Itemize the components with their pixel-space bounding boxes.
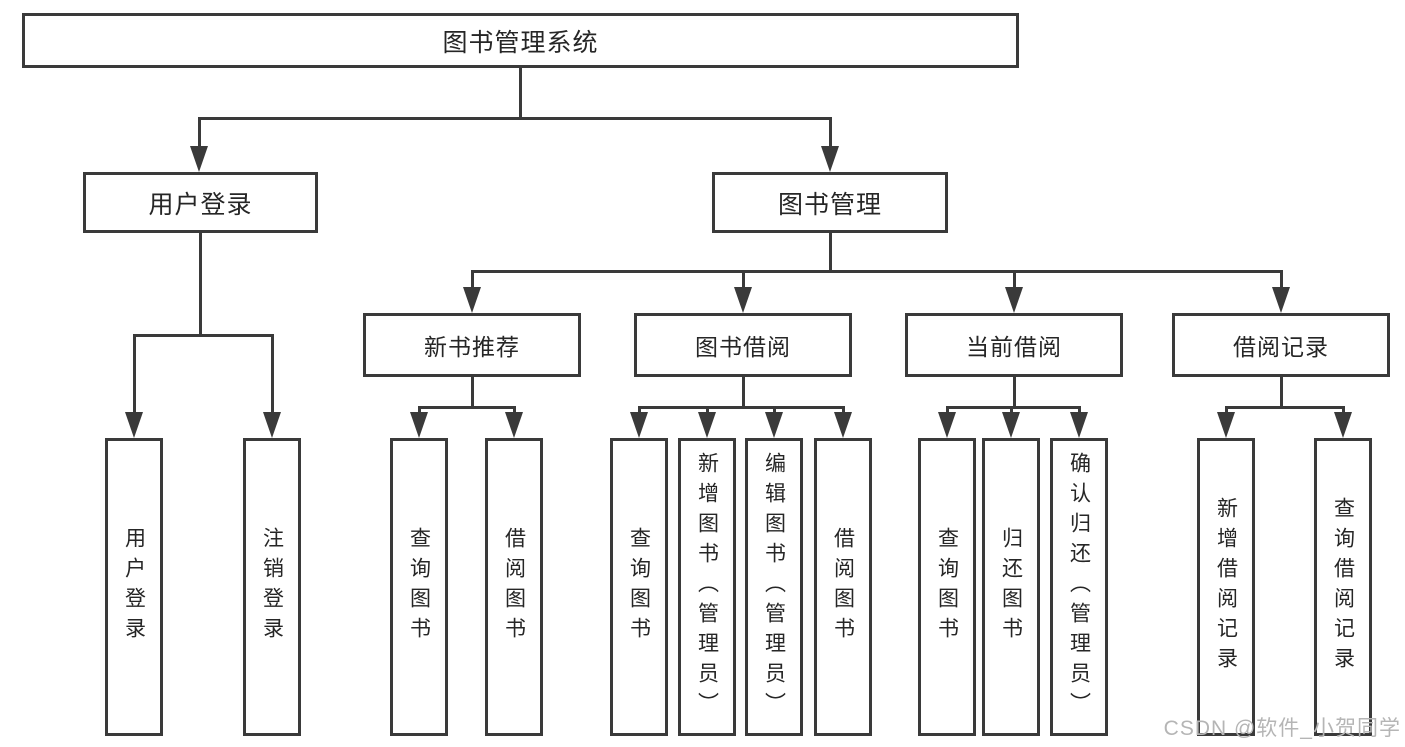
leaf-return-books-label: 归还图书 (999, 527, 1023, 647)
connector-line (1078, 406, 1081, 414)
arrowhead-icon (821, 146, 839, 172)
node-library-system-label: 图书管理系统 (442, 28, 599, 57)
connector-line (1225, 406, 1228, 414)
arrowhead-icon (630, 412, 648, 438)
leaf-edit-book-admin-label: 编辑图书（管理员） (762, 452, 786, 722)
leaf-logout: 注销登录 (243, 438, 301, 736)
connector-line (1280, 377, 1283, 409)
leaf-add-borrow-record: 新增借阅记录 (1197, 438, 1255, 736)
arrowhead-icon (410, 412, 428, 438)
arrowhead-icon (734, 287, 752, 313)
connector-line (133, 334, 136, 414)
arrowhead-icon (938, 412, 956, 438)
arrowhead-icon (1217, 412, 1235, 438)
connector-line (706, 406, 709, 414)
leaf-query-books-current-label: 查询图书 (935, 527, 959, 647)
connector-line (199, 233, 202, 337)
arrowhead-icon (263, 412, 281, 438)
connector-line (638, 406, 845, 409)
leaf-borrow-books-borrowing-label: 借阅图书 (831, 527, 855, 647)
connector-line (742, 377, 745, 409)
leaf-return-books: 归还图书 (982, 438, 1040, 736)
arrowhead-icon (463, 287, 481, 313)
node-new-book-recommend-label: 新书推荐 (424, 334, 520, 360)
leaf-query-books-borrowing-label: 查询图书 (627, 527, 651, 647)
node-current-borrowing-label: 当前借阅 (966, 334, 1062, 360)
node-borrowing-records: 借阅记录 (1172, 313, 1390, 377)
leaf-query-books-current: 查询图书 (918, 438, 976, 736)
arrowhead-icon (1002, 412, 1020, 438)
connector-line (1013, 270, 1016, 289)
connector-line (742, 270, 745, 289)
connector-line (1342, 406, 1345, 414)
arrowhead-icon (1070, 412, 1088, 438)
arrowhead-icon (834, 412, 852, 438)
connector-line (133, 334, 274, 337)
arrowhead-icon (505, 412, 523, 438)
connector-line (471, 270, 474, 289)
leaf-user-login: 用户登录 (105, 438, 163, 736)
node-new-book-recommend: 新书推荐 (363, 313, 581, 377)
arrowhead-icon (765, 412, 783, 438)
node-current-borrowing: 当前借阅 (905, 313, 1123, 377)
connector-line (418, 406, 516, 409)
node-user-login-label: 用户登录 (148, 190, 253, 219)
node-book-borrowing-label: 图书借阅 (695, 334, 791, 360)
watermark: CSDN @软件_小贺同学 (1163, 717, 1401, 740)
connector-line (842, 406, 845, 414)
arrowhead-icon (1334, 412, 1352, 438)
leaf-query-books-recommend: 查询图书 (390, 438, 448, 736)
connector-line (638, 406, 641, 414)
connector-line (513, 406, 516, 414)
node-book-management: 图书管理 (712, 172, 948, 233)
connector-line (271, 334, 274, 414)
leaf-user-login-label: 用户登录 (122, 527, 146, 647)
node-book-borrowing: 图书借阅 (634, 313, 852, 377)
connector-line (471, 270, 1283, 273)
node-borrowing-records-label: 借阅记录 (1233, 334, 1329, 360)
connector-line (519, 68, 522, 119)
connector-line (198, 117, 832, 120)
leaf-borrow-books-recommend: 借阅图书 (485, 438, 543, 736)
connector-line (946, 406, 949, 414)
leaf-confirm-return-admin-label: 确认归还（管理员） (1067, 452, 1091, 722)
connector-line (829, 233, 832, 273)
leaf-borrow-books-recommend-label: 借阅图书 (502, 527, 526, 647)
leaf-add-borrow-record-label: 新增借阅记录 (1214, 497, 1238, 677)
node-user-login: 用户登录 (83, 172, 318, 233)
connector-line (418, 406, 421, 414)
leaf-query-borrow-record-label: 查询借阅记录 (1331, 497, 1355, 677)
node-book-management-label: 图书管理 (777, 190, 882, 219)
leaf-edit-book-admin: 编辑图书（管理员） (745, 438, 803, 736)
leaf-add-book-admin-label: 新增图书（管理员） (695, 452, 719, 722)
leaf-confirm-return-admin: 确认归还（管理员） (1050, 438, 1108, 736)
connector-line (1280, 270, 1283, 289)
leaf-add-book-admin: 新增图书（管理员） (678, 438, 736, 736)
connector-line (471, 377, 474, 409)
leaf-logout-label: 注销登录 (260, 527, 284, 647)
arrowhead-icon (1005, 287, 1023, 313)
leaf-query-borrow-record: 查询借阅记录 (1314, 438, 1372, 736)
leaf-query-books-borrowing: 查询图书 (610, 438, 668, 736)
connector-line (946, 406, 1081, 409)
leaf-borrow-books-borrowing: 借阅图书 (814, 438, 872, 736)
arrowhead-icon (125, 412, 143, 438)
connector-line (773, 406, 776, 414)
node-library-system: 图书管理系统 (22, 13, 1019, 68)
connector-line (198, 117, 201, 148)
arrowhead-icon (190, 146, 208, 172)
leaf-query-books-recommend-label: 查询图书 (407, 527, 431, 647)
connector-line (1013, 377, 1016, 409)
connector-line (829, 117, 832, 148)
arrowhead-icon (1272, 287, 1290, 313)
connector-line (1225, 406, 1345, 409)
connector-line (1010, 406, 1013, 414)
arrowhead-icon (698, 412, 716, 438)
